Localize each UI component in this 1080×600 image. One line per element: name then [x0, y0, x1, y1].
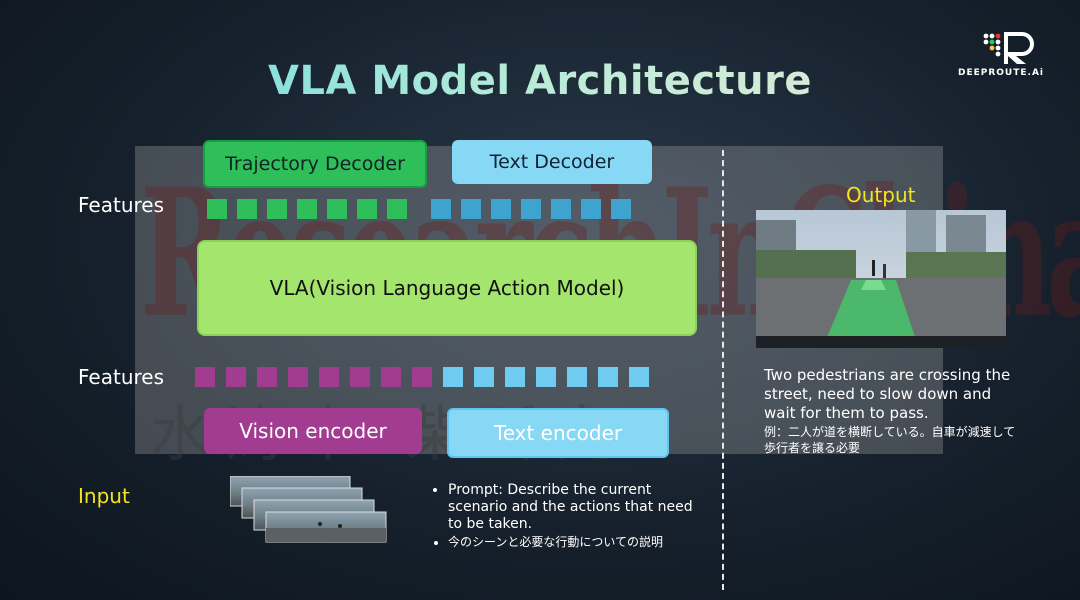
feature-token: [412, 367, 432, 387]
features-top-label: Features: [78, 193, 164, 217]
vla-model-box: VLA(Vision Language Action Model): [197, 240, 697, 336]
output-description-jp: 例：二人が道を横断している。自車が減速して歩行者を譲る必要: [764, 425, 1016, 455]
input-label: Input: [78, 484, 130, 508]
feature-token: [207, 199, 227, 219]
feature-token: [611, 199, 631, 219]
page-title: VLA Model Architecture: [0, 58, 1080, 104]
feature-token: [474, 367, 494, 387]
driving-scene-image: [756, 210, 1006, 348]
vision-encoder-box: Vision encoder: [204, 408, 422, 454]
feature-token: [629, 367, 649, 387]
feature-token: [357, 199, 377, 219]
prompt-jp: 今のシーンと必要な行動についての説明: [448, 534, 700, 551]
feature-token: [267, 199, 287, 219]
input-frames-image: [230, 476, 387, 543]
output-description: Two pedestrians are crossing the street,…: [764, 366, 1011, 422]
text-encoder-box: Text encoder: [447, 408, 669, 458]
feature-token: [297, 199, 317, 219]
feature-token: [387, 199, 407, 219]
prompt-text: Prompt: Describe the current scenario an…: [430, 482, 700, 551]
feature-token: [551, 199, 571, 219]
trajectory-decoder-box: Trajectory Decoder: [203, 140, 427, 188]
feature-token: [327, 199, 347, 219]
feature-token: [350, 367, 370, 387]
feature-token: [195, 367, 215, 387]
features-bottom-label: Features: [78, 365, 164, 389]
output-label: Output: [846, 183, 916, 207]
feature-token: [491, 199, 511, 219]
feature-token: [598, 367, 618, 387]
feature-token: [567, 367, 587, 387]
prompt-en: Prompt: Describe the current scenario an…: [448, 482, 700, 533]
section-divider: [722, 150, 724, 590]
feature-token: [237, 199, 257, 219]
feature-token: [443, 367, 463, 387]
deeproute-logo-icon: [983, 32, 1034, 64]
feature-token: [226, 367, 246, 387]
feature-token: [505, 367, 525, 387]
feature-token: [431, 199, 451, 219]
feature-token: [381, 367, 401, 387]
feature-token: [319, 367, 339, 387]
feature-token: [288, 367, 308, 387]
feature-token: [521, 199, 541, 219]
feature-token: [257, 367, 277, 387]
feature-token: [581, 199, 601, 219]
feature-token: [461, 199, 481, 219]
logo-text: DEEPROUTE.Ai: [957, 68, 1044, 78]
feature-token: [536, 367, 556, 387]
text-decoder-box: Text Decoder: [452, 140, 652, 184]
